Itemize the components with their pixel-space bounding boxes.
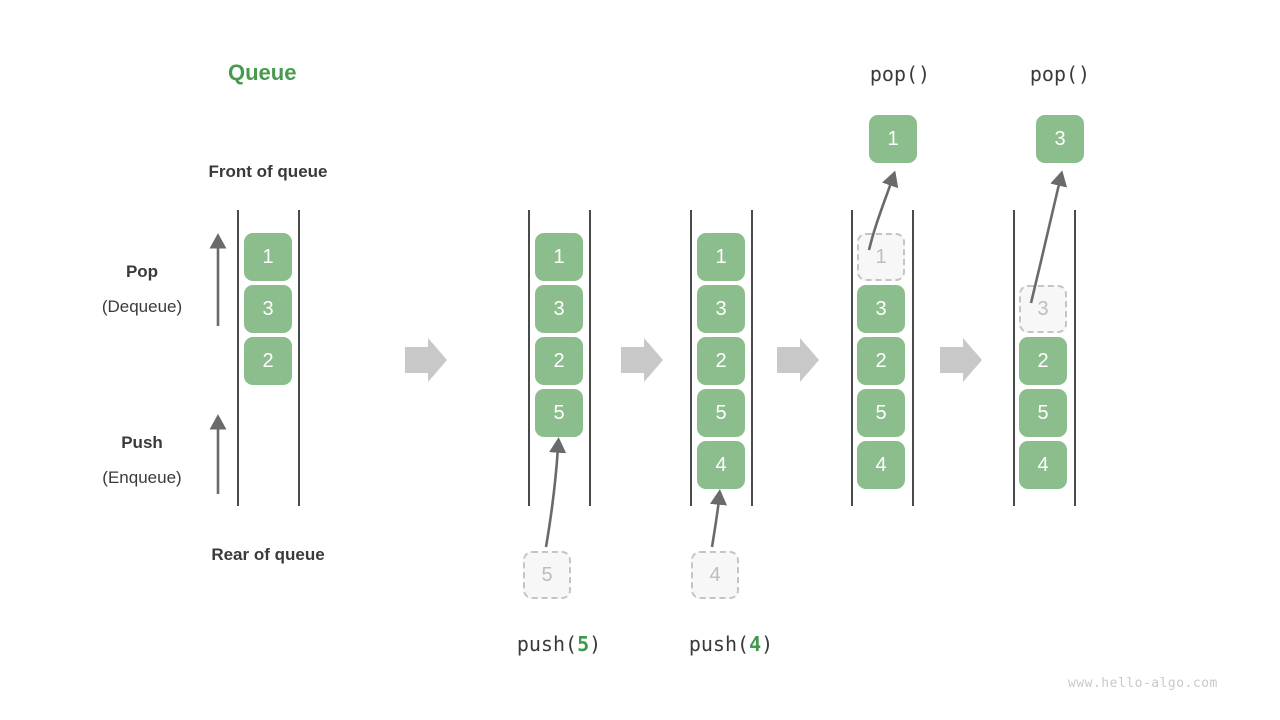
queue-cell: 4 (697, 441, 745, 489)
front-of-queue-label: Front of queue (208, 162, 328, 181)
queue-cell: 5 (535, 389, 583, 437)
op-caption-pop-1: pop() (800, 62, 1000, 86)
queue-rail-right-3 (751, 210, 753, 506)
enqueue-label: (Enqueue) (102, 468, 182, 487)
op-caption-pop-2: pop() (960, 62, 1160, 86)
queue-cell: 5 (857, 389, 905, 437)
dequeue-label: (Dequeue) (101, 297, 183, 316)
incoming-ghost-cell: 4 (691, 551, 739, 599)
push-label: Push (121, 433, 163, 452)
watermark: www.hello-algo.com (1068, 676, 1218, 691)
queue-cell: 3 (857, 285, 905, 333)
queue-cell: 1 (697, 233, 745, 281)
op-caption-push-2-arg: 4 (749, 632, 762, 656)
queue-cell: 3 (535, 285, 583, 333)
queue-cell: 3 (244, 285, 292, 333)
queue-cell: 1 (535, 233, 583, 281)
outgoing-ghost-cell: 1 (857, 233, 905, 281)
queue-rail-left-4 (851, 210, 853, 506)
op-caption-push-1-name: push( (516, 632, 578, 656)
push-4-arrow (709, 489, 728, 548)
step-arrow-2 (621, 338, 663, 382)
op-caption-push-2: push(4) (631, 632, 831, 656)
op-caption-pop-1-text: pop() (869, 62, 931, 86)
queue-cell: 5 (1019, 389, 1067, 437)
queue-cell: 3 (697, 285, 745, 333)
step-arrow-3 (777, 338, 819, 382)
queue-cell: 2 (857, 337, 905, 385)
queue-cell: 4 (857, 441, 905, 489)
incoming-ghost-cell: 5 (523, 551, 571, 599)
queue-cell: 4 (1019, 441, 1067, 489)
op-caption-push-2-close: ) (761, 632, 774, 656)
queue-rail-left-1 (237, 210, 239, 506)
popped-cell: 3 (1036, 115, 1084, 163)
queue-rail-left-5 (1013, 210, 1015, 506)
queue-rail-left-3 (690, 210, 692, 506)
rear-of-queue-label: Rear of queue (211, 545, 325, 564)
queue-cell: 1 (244, 233, 292, 281)
op-caption-push-1-arg: 5 (577, 632, 590, 656)
queue-rail-right-4 (912, 210, 914, 506)
queue-rail-left-2 (528, 210, 530, 506)
outgoing-ghost-cell: 3 (1019, 285, 1067, 333)
queue-rail-right-1 (298, 210, 300, 506)
queue-cell: 5 (697, 389, 745, 437)
op-caption-push-1: push(5) (459, 632, 659, 656)
queue-cell: 2 (244, 337, 292, 385)
op-caption-push-1-close: ) (589, 632, 602, 656)
step-arrow-1 (405, 338, 447, 382)
queue-cell: 2 (535, 337, 583, 385)
popped-cell: 1 (869, 115, 917, 163)
queue-cell: 2 (1019, 337, 1067, 385)
push-5-arrow (544, 437, 567, 548)
page-title: Queue (228, 60, 297, 85)
pop-label: Pop (125, 262, 159, 281)
op-caption-push-2-name: push( (688, 632, 750, 656)
queue-cell: 2 (697, 337, 745, 385)
queue-rail-right-5 (1074, 210, 1076, 506)
queue-rail-right-2 (589, 210, 591, 506)
op-caption-pop-2-text: pop() (1029, 62, 1091, 86)
step-arrow-4 (940, 338, 982, 382)
